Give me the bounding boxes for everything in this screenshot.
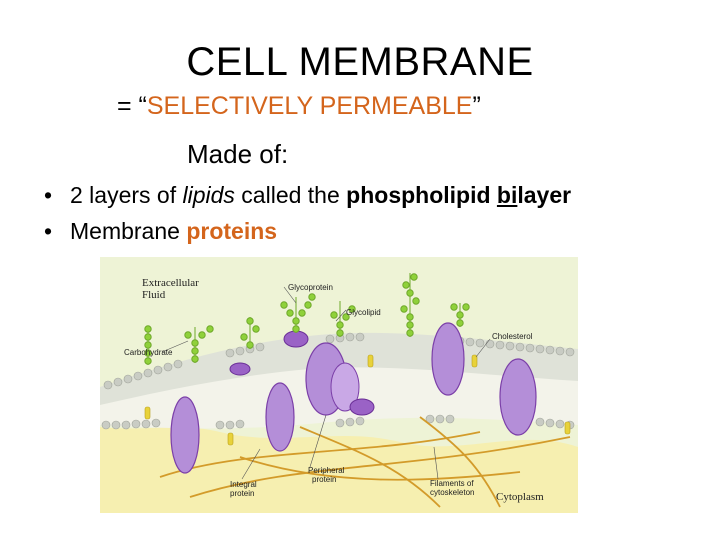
membrane-svg: Extracellular Fluid Glycoprotein Glycoli… — [100, 257, 578, 513]
label-peripheral-2: protein — [312, 475, 336, 484]
subtitle-highlight: SELECTIVELY PERMEABLE — [146, 92, 473, 120]
made-of-heading: Made of: — [187, 139, 289, 169]
bullet-bold-text: layer — [517, 182, 572, 208]
label-fluid: Fluid — [142, 289, 166, 301]
bullet-highlight-text: proteins — [186, 218, 278, 244]
slide-subtitle: = “SELECTIVELY PERMEABLE” — [117, 92, 481, 121]
bullet-underlined-text: bi — [496, 182, 518, 208]
carbohydrate-chains — [144, 273, 470, 365]
label-peripheral-1: Peripheral — [308, 466, 345, 475]
integral-proteins — [170, 322, 537, 474]
membrane-illustration: Extracellular Fluid Glycoprotein Glycoli… — [100, 257, 578, 513]
label-carbohydrate: Carbohydrate — [124, 348, 173, 357]
bullet-text: 2 layers of — [70, 182, 183, 208]
label-glycolipid: Glycolipid — [346, 308, 381, 317]
subtitle-suffix: ” — [472, 92, 481, 120]
label-integral-1: Integral — [230, 480, 257, 489]
label-glycoprotein: Glycoprotein — [288, 283, 333, 292]
bullet-text: Membrane — [70, 218, 187, 244]
bullet-text: called the — [234, 182, 347, 208]
bullet-bold-text: phospholipid — [346, 182, 497, 208]
subtitle-prefix: = “ — [117, 92, 147, 120]
label-integral-2: protein — [230, 489, 254, 498]
bullet-dot: • — [44, 182, 53, 208]
leader-lines — [161, 286, 491, 480]
cholesterol-molecules — [144, 354, 571, 446]
cytoskeleton-filaments — [159, 416, 571, 508]
bullet-list: • 2 layers of lipids called the phospholi… — [44, 182, 571, 254]
label-extracellular: Extracellular — [142, 277, 199, 289]
bullet-italic-text: lipids — [182, 182, 235, 208]
bullet-dot: • — [44, 218, 53, 244]
slide-title: CELL MEMBRANE — [186, 40, 534, 84]
bullet-item-proteins: • Membrane proteins — [44, 218, 571, 254]
label-filaments-2: cytoskeleton — [430, 488, 474, 497]
label-filaments-1: Filaments of — [430, 479, 474, 488]
bullet-item-lipids: • 2 layers of lipids called the phospholi… — [44, 182, 571, 218]
label-cholesterol: Cholesterol — [492, 332, 533, 341]
label-cytoplasm: Cytoplasm — [496, 491, 544, 503]
lipid-heads-bottom — [101, 414, 575, 430]
